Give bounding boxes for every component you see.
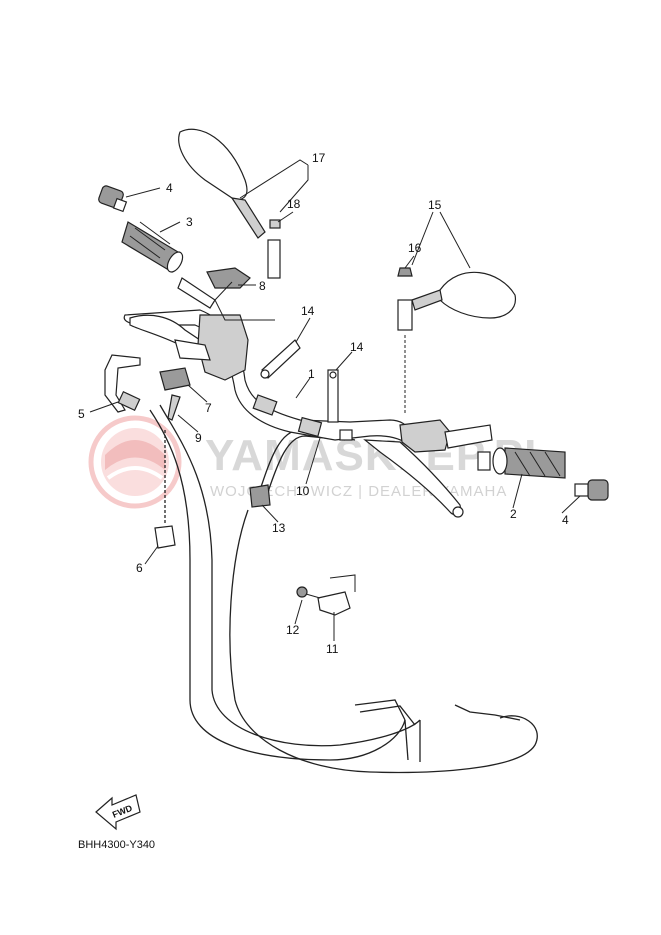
label-4-left: 4 [166, 181, 173, 195]
leader-lines [89, 159, 581, 641]
label-9: 9 [195, 431, 202, 445]
label-14-left: 14 [301, 304, 315, 318]
label-6: 6 [136, 561, 143, 575]
label-11: 11 [326, 642, 339, 656]
label-12: 12 [286, 623, 300, 637]
screw-9 [167, 394, 181, 421]
mirror-left [178, 128, 281, 279]
clutch-switch-bracket-11 [317, 574, 356, 616]
label-4-right: 4 [562, 513, 569, 527]
label-17: 17 [312, 151, 326, 165]
label-13: 13 [272, 521, 286, 535]
upper-holder-right [327, 369, 339, 423]
bolt-12 [296, 586, 321, 599]
cable-guide-6 [154, 525, 176, 549]
label-18: 18 [287, 197, 301, 211]
throttle-cable-end [104, 354, 141, 413]
label-3: 3 [186, 215, 193, 229]
grip-right [477, 447, 566, 479]
label-15: 15 [428, 198, 442, 212]
label-7: 7 [205, 401, 212, 415]
label-5: 5 [78, 407, 85, 421]
mirror-right [397, 267, 517, 331]
fwd-arrow-icon [95, 794, 141, 831]
label-10: 10 [296, 484, 310, 498]
label-1: 1 [308, 367, 315, 381]
bar-end-right [574, 479, 609, 501]
left-control-assembly [129, 267, 251, 381]
label-8: 8 [259, 279, 266, 293]
right-control-assembly [344, 419, 493, 518]
part-labels: 1 2 3 4 4 5 6 7 8 9 10 11 12 13 14 14 15… [78, 151, 569, 656]
upper-holder-left [260, 339, 301, 379]
diagram-code: BHH4300-Y340 [78, 839, 155, 851]
cable-10-end [339, 429, 353, 441]
grip-left [121, 221, 184, 273]
label-14-right: 14 [350, 340, 364, 354]
clamp-13 [249, 484, 271, 508]
bar-end-left [98, 185, 128, 213]
watermark-logo [88, 415, 182, 509]
label-2: 2 [510, 507, 517, 521]
throttle-cable-clamp [159, 367, 191, 391]
fwd-arrow: FWD [95, 794, 141, 831]
label-16: 16 [408, 241, 422, 255]
